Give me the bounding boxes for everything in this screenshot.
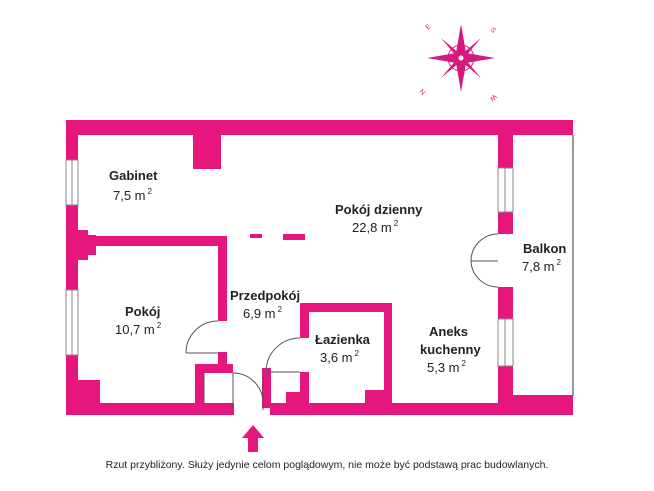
room-name-balkon: Balkon xyxy=(523,241,566,256)
door-balcony xyxy=(470,233,499,288)
room-name-aneks-line2: kuchenny xyxy=(420,342,481,357)
compass-rose-icon: E S N W xyxy=(419,23,498,103)
doors xyxy=(185,233,499,410)
room-name-pokoj-dzienny: Pokój dzienny xyxy=(335,202,423,217)
compass-letter-w: W xyxy=(488,93,498,103)
walls xyxy=(66,120,573,415)
entrance-arrow-icon xyxy=(242,425,264,452)
room-name-aneks-line1: Aneks xyxy=(429,324,468,339)
compass-letter-s: S xyxy=(489,26,497,34)
disclaimer-note: Rzut przybliżony. Służy jedynie celom po… xyxy=(105,459,549,471)
room-name-lazienka: Łazienka xyxy=(315,332,371,347)
room-name-przedpokoj: Przedpokój xyxy=(230,288,300,303)
compass-letter-e: E xyxy=(424,23,432,31)
door-pokoj xyxy=(185,320,219,354)
door-entrance xyxy=(232,372,264,410)
windows xyxy=(65,159,514,367)
room-name-pokoj: Pokój xyxy=(125,304,160,319)
door-lazienka xyxy=(265,337,301,373)
room-name-gabinet: Gabinet xyxy=(109,168,158,183)
compass-letter-n: N xyxy=(419,87,428,96)
